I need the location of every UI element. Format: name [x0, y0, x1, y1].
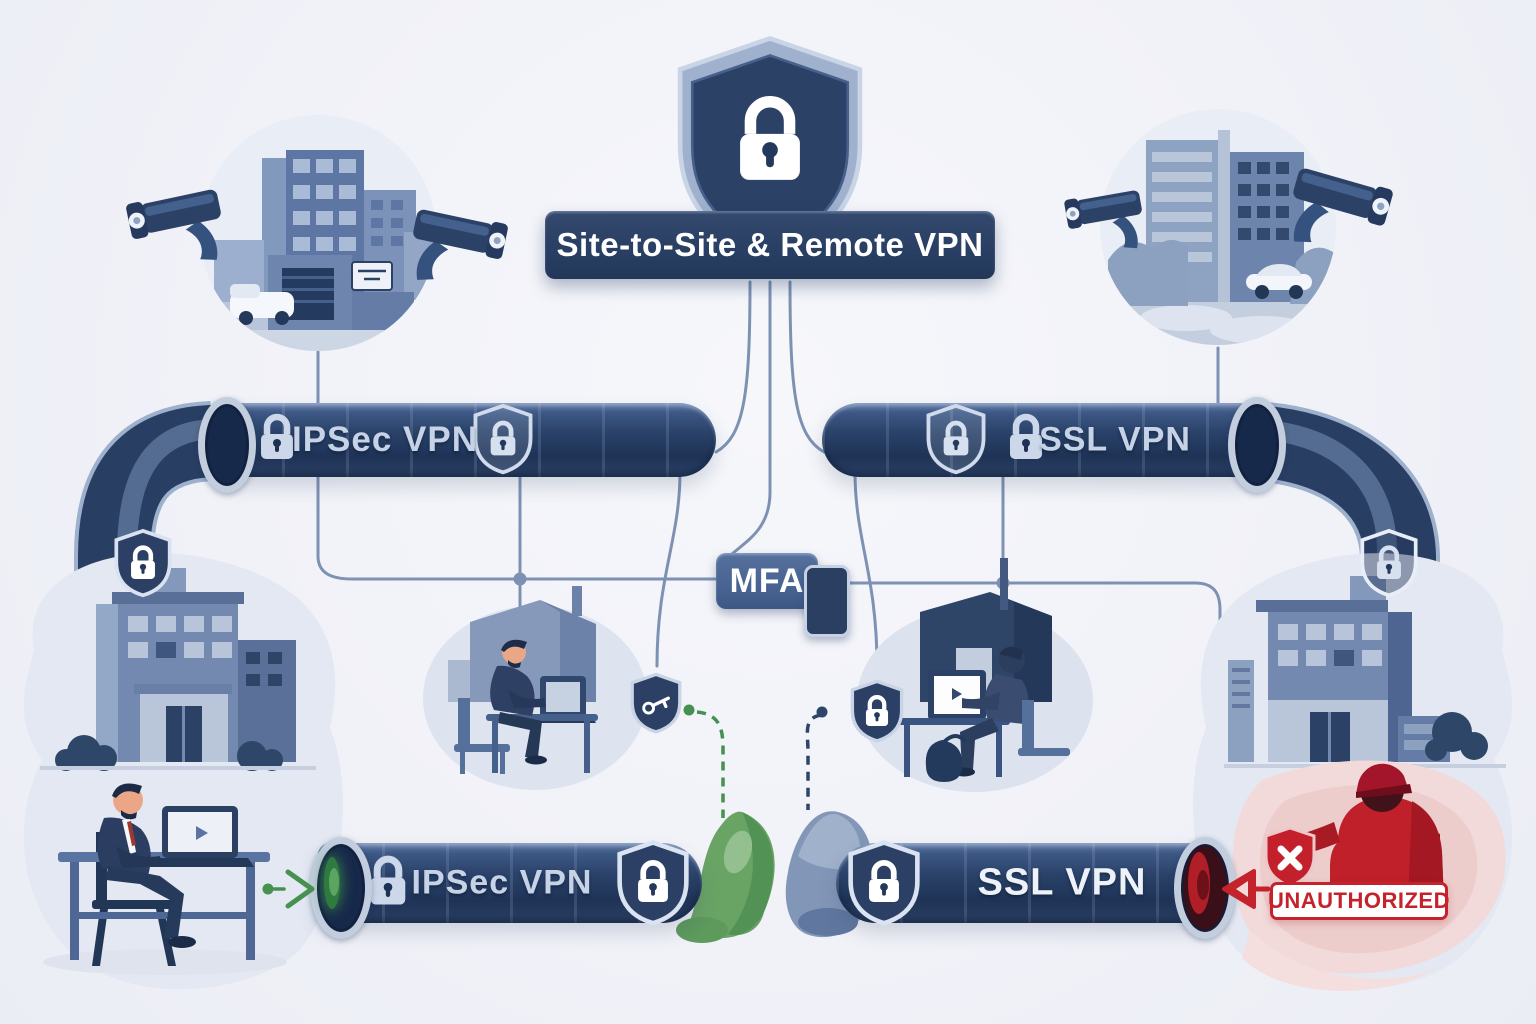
smartphone-mfa-icon	[804, 565, 850, 637]
attacker-scene	[1232, 760, 1506, 991]
site-circle-right	[1063, 109, 1395, 345]
unauthorized-badge: UNAUTHORIZED	[1268, 882, 1450, 920]
navy-dot	[816, 706, 828, 718]
bushes	[55, 735, 283, 771]
green-authorized-blob	[676, 811, 775, 943]
tunnel-ipsec-top	[218, 403, 716, 477]
junction-dot-left	[513, 572, 527, 586]
line-bus-left	[316, 470, 718, 581]
tunnel-mouth-open-green	[310, 837, 372, 939]
remote-worker-left	[423, 586, 647, 790]
tunnel-label-ipsec-bottom: IPSec VPN	[411, 863, 593, 902]
line-bus-right	[843, 581, 1222, 770]
tunnel-mouth	[1228, 397, 1286, 493]
x-shield-icon	[1264, 826, 1316, 888]
unauthorized-label: UNAUTHORIZED	[1268, 888, 1450, 913]
sign	[351, 261, 393, 291]
tunnel-label-ssl-top: SSL VPN	[1039, 420, 1191, 459]
tunnel-label-ssl-bottom: SSL VPN	[977, 861, 1147, 904]
tunnel-mouth	[198, 397, 256, 493]
line-banner-to-ipsec	[714, 280, 752, 454]
green-dot	[683, 704, 695, 716]
mfa-label: MFA	[729, 561, 805, 600]
line-to-key-shield	[655, 470, 682, 668]
bag	[925, 740, 963, 782]
site-circle-left	[125, 115, 509, 351]
onprem-worker	[43, 783, 287, 975]
line-banner-to-mfa	[730, 280, 772, 556]
tunnel-label-ipsec-top: IPSec VPN	[291, 420, 479, 459]
car	[1246, 274, 1312, 290]
banner-label: Site-to-Site & Remote VPN	[556, 226, 984, 263]
line-banner-to-ssl	[788, 280, 826, 454]
green-dashed-link	[696, 710, 725, 818]
tunnel-mouth-blocked-red	[1174, 837, 1236, 939]
remote-worker-right	[857, 558, 1093, 792]
main-vpn-banner: Site-to-Site & Remote VPN	[545, 211, 995, 279]
mfa-badge: MFA	[716, 553, 818, 609]
trees	[1425, 712, 1488, 761]
line-to-lock-shield	[853, 470, 879, 668]
navy-dashed-link	[805, 713, 822, 810]
